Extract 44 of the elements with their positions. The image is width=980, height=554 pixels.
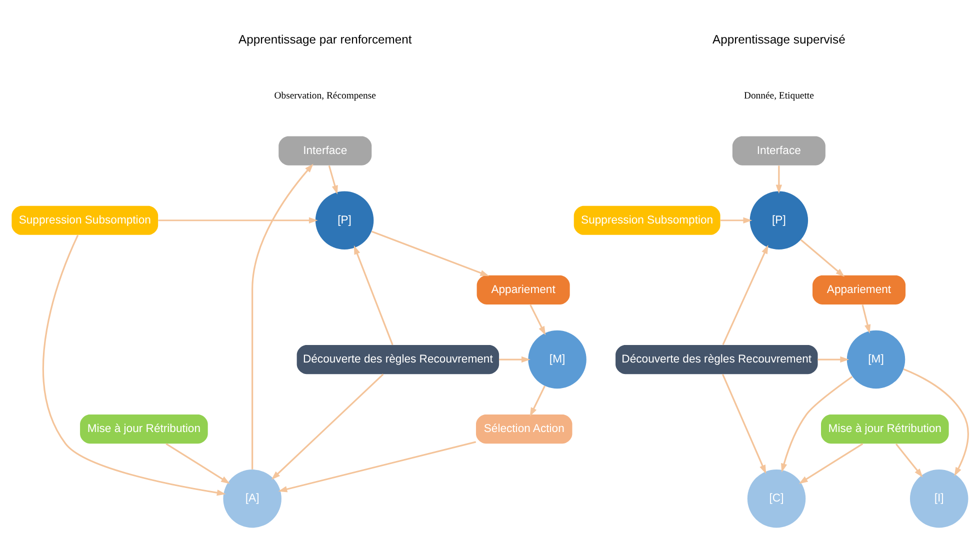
node-box: Découverte des règles Recouvrement — [296, 344, 500, 374]
node-circle: [C] — [747, 470, 806, 528]
node-circle: [P] — [315, 191, 374, 250]
arrow — [781, 376, 853, 472]
arrow — [271, 374, 384, 480]
arrow — [903, 368, 969, 476]
arrow — [354, 245, 394, 346]
arrow — [158, 217, 318, 224]
node-box: Appariement — [812, 275, 906, 304]
label: Apprentissage par renforcement — [238, 32, 412, 47]
node-box: Interface — [732, 136, 826, 166]
arrow — [371, 230, 490, 276]
node-circle: [M] — [528, 330, 586, 389]
arrow — [722, 374, 766, 474]
node-label: Donnée, Etiquette — [744, 90, 814, 102]
node-box: Mise à jour Rétribution — [80, 414, 208, 444]
node-circle: [P] — [750, 191, 808, 250]
arrow — [800, 239, 845, 277]
arrow — [166, 443, 230, 484]
arrow — [862, 304, 871, 334]
node-box: Suppression Subsomption — [574, 206, 720, 235]
arrow — [722, 244, 768, 346]
node-box: Interface — [278, 136, 372, 166]
node-circle: [I] — [910, 470, 968, 528]
arrow — [896, 443, 923, 478]
label: Apprentissage supervisé — [712, 32, 846, 47]
arrow — [252, 164, 314, 470]
node-box: Découverte des règles Recouvrement — [616, 344, 818, 374]
arrow — [530, 386, 546, 417]
node-box: Mise à jour Rétribution — [821, 414, 949, 444]
arrow — [499, 356, 530, 363]
node-box: Suppression Subsomption — [12, 206, 158, 235]
arrow — [798, 443, 864, 484]
node-circle: [M] — [846, 330, 906, 389]
arrow — [530, 304, 546, 336]
arrow — [328, 165, 338, 194]
arrow — [776, 166, 782, 194]
node-box: Sélection Action — [476, 414, 572, 444]
arrow — [278, 441, 476, 492]
arrow — [818, 356, 850, 363]
arrow — [42, 234, 226, 496]
node-box: Appariement — [476, 275, 570, 304]
node-label: Observation, Récompense — [274, 90, 376, 102]
arrow — [720, 217, 752, 224]
